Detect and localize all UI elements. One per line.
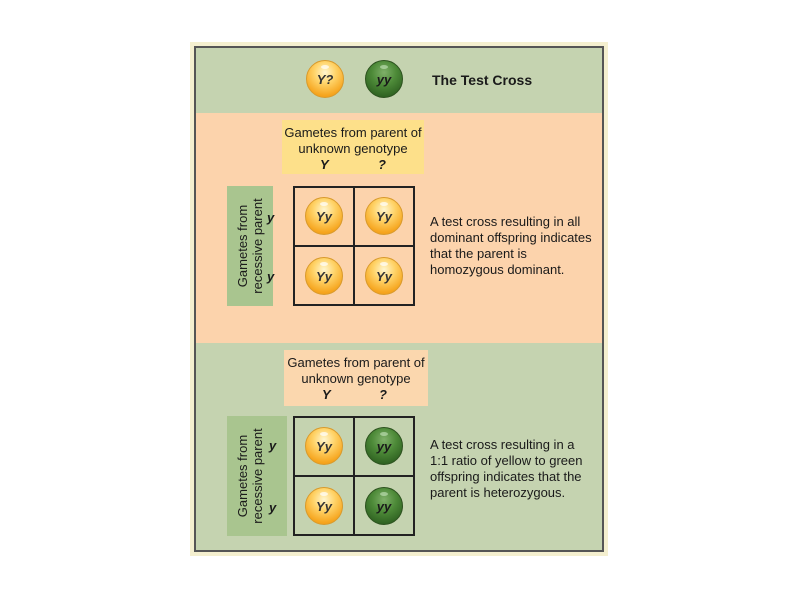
cross-2-top-allele-1: Y: [322, 387, 331, 402]
cross-1-side-gametes-label: Gametes from recessive parent: [235, 198, 265, 294]
cross-2-offspring-2-label: yy: [376, 438, 392, 454]
cross-1-top-gametes: Gametes from parent of unknown genotype …: [282, 120, 424, 174]
cross-1-punnett-square: [293, 186, 415, 306]
cross-1-side-gametes: Gametes from recessive parent: [227, 186, 273, 306]
cross-1-description: A test cross resulting in all dominant o…: [430, 214, 592, 277]
cross-2-offspring-1-label: Yy: [316, 438, 332, 454]
parent-unknown-label: Y?: [316, 71, 334, 87]
cross-1-top-allele-2: ?: [378, 157, 386, 172]
diagram-title: The Test Cross: [432, 72, 533, 88]
cross-2-punnett-square: [293, 416, 415, 536]
cross-2-offspring-2: yy: [365, 427, 403, 465]
cross-2-offspring-1: Yy: [305, 427, 343, 465]
test-cross-panel: Y? yy The Test Cross Gametes from parent…: [194, 46, 604, 552]
cross-1-offspring-2: Yy: [365, 197, 403, 235]
parent-unknown-pea: Y?: [306, 60, 344, 98]
cross-2-offspring-4: yy: [365, 487, 403, 525]
cross-1-side-allele-2: y: [267, 269, 275, 284]
parent-recessive-label: yy: [376, 71, 392, 87]
cross-1-offspring-3-label: Yy: [316, 268, 332, 284]
cross-2-description: A test cross resulting in a 1:1 ratio of…: [430, 437, 583, 500]
cross-1-top-allele-1: Y: [320, 157, 329, 172]
cross-1-offspring-2-label: Yy: [376, 208, 392, 224]
cross-1-offspring-3: Yy: [305, 257, 343, 295]
cross-2-top-allele-2: ?: [379, 387, 387, 402]
cross-2-top-gametes: Gametes from parent of unknown genotype …: [284, 350, 428, 406]
cross-2-offspring-4-label: yy: [376, 498, 392, 514]
cross-2-side-allele-1: y: [269, 438, 277, 453]
cross-1-offspring-1-label: Yy: [316, 208, 332, 224]
cross-1-offspring-4: Yy: [365, 257, 403, 295]
cross-1-offspring-4-label: Yy: [376, 268, 392, 284]
cross-2-offspring-3: Yy: [305, 487, 343, 525]
cross-2-side-gametes-label: Gametes from recessive parent: [235, 428, 265, 524]
cross-2-offspring-3-label: Yy: [316, 498, 332, 514]
cross-1-side-allele-1: y: [267, 210, 275, 225]
cross-2-side-gametes: Gametes from recessive parent: [227, 416, 287, 536]
cross-2-side-allele-2: y: [269, 500, 277, 515]
cross-1-offspring-1: Yy: [305, 197, 343, 235]
cross-1-top-gametes-label: Gametes from parent of unknown genotype: [284, 125, 422, 156]
parent-recessive-pea: yy: [365, 60, 403, 98]
cross-2-top-gametes-label: Gametes from parent of unknown genotype: [287, 355, 425, 386]
